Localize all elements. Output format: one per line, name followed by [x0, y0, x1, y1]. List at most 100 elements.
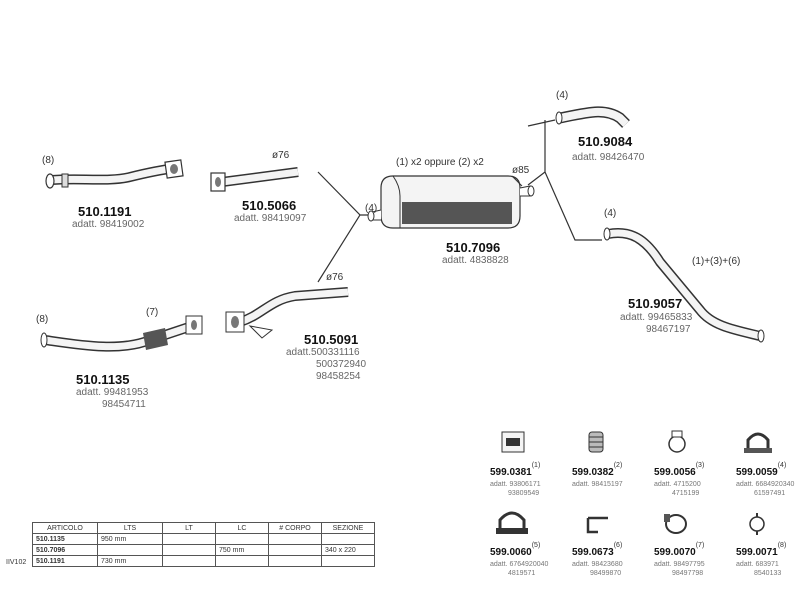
table-cell [321, 555, 375, 567]
pipe-510-5091 [225, 287, 349, 339]
table-header-row: ARTICOLO LTS LT LC # CORPO SEZIONE [32, 522, 375, 534]
table-row: 510.1135 950 mm [32, 533, 375, 545]
part-adatt: adatt. 99481953 [76, 387, 149, 398]
pipe-510-9057 [603, 227, 765, 343]
small-part-599-0056[interactable]: 599.0056(3) adatt. 4715200 4715199 [654, 462, 704, 498]
table-cell[interactable]: 510.1191 [32, 555, 98, 567]
small-part-599-0382[interactable]: 599.0382(2) adatt. 98415197 [572, 462, 623, 489]
table-cell[interactable]: 510.1135 [32, 533, 98, 545]
part-note: (1)+(3)+(6) [692, 256, 741, 267]
small-part-code: 599.0381 [490, 467, 532, 478]
table-cell [162, 533, 216, 545]
pipe-510-9084 [555, 106, 630, 128]
part-adatt: adatt. 4838828 [442, 255, 509, 266]
small-part-adatt: adatt. 93806171 [490, 481, 541, 488]
small-part-num: (1) [531, 462, 541, 469]
table-cell: 340 x 220 [321, 544, 375, 556]
part-note: (8) [36, 314, 49, 325]
small-part-code: 599.0071 [736, 547, 778, 558]
part-code-510-5066[interactable]: 510.5066 [242, 198, 297, 213]
part-code-510-5091[interactable]: 510.5091 [304, 332, 359, 347]
saddle-clamp-icon [496, 511, 528, 534]
table-cell [215, 533, 269, 545]
table-cell[interactable]: 510.7096 [32, 544, 98, 556]
table-cell [162, 555, 216, 567]
small-part-599-0070[interactable]: 599.0070(7) adatt. 98497795 98497798 [654, 542, 705, 578]
small-part-num: (7) [695, 542, 705, 549]
part-note: ø76 [272, 150, 290, 161]
table-side-label: IIV102 [6, 559, 27, 566]
small-part-599-0071[interactable]: 599.0071(8) adatt. 683971 8540133 [736, 542, 786, 578]
part-adatt: adatt. 99465833 [620, 312, 693, 323]
bracket-icon [586, 516, 608, 534]
small-part-adatt: adatt. 98497795 [654, 561, 705, 568]
small-part-adatt: 4715199 [672, 490, 700, 497]
table-cell [268, 555, 322, 567]
small-part-adatt: adatt. 6684920340 [736, 481, 795, 488]
small-part-599-0059[interactable]: 599.0059(4) adatt. 6684920340 61597491 [736, 462, 794, 498]
table-cell: 950 mm [97, 533, 163, 545]
table-header: LT [162, 522, 216, 534]
part-code-510-9084[interactable]: 510.9084 [578, 134, 633, 149]
hanger-ring-icon [668, 430, 686, 453]
part-code-510-1191[interactable]: 510.1191 [78, 204, 132, 219]
band-clamp-icon [664, 514, 687, 534]
small-part-adatt: adatt. 4715200 [654, 481, 701, 488]
table-header: LTS [97, 522, 163, 534]
pipe-510-1135 [40, 315, 203, 352]
part-note: (8) [42, 155, 55, 166]
small-part-num: (2) [613, 462, 623, 469]
table-header: # CORPO [268, 522, 322, 534]
small-part-adatt: 61597491 [754, 490, 786, 497]
small-part-num: (8) [777, 542, 787, 549]
part-note: (7) [146, 307, 159, 318]
table-cell [321, 533, 375, 545]
table-cell: 750 mm [215, 544, 269, 556]
table-cell: 730 mm [97, 555, 163, 567]
small-part-code: 599.0070 [654, 547, 696, 558]
part-note: (4) [556, 90, 569, 101]
part-adatt: 98454711 [102, 399, 146, 410]
part-note: (4) [604, 208, 617, 219]
part-adatt: adatt. 98426470 [572, 152, 645, 163]
small-part-adatt: adatt. 683971 [736, 561, 779, 568]
part-note: (4) [365, 203, 378, 214]
small-part-num: (3) [695, 462, 705, 469]
small-part-599-0381[interactable]: 599.0381(1) adatt. 93806171 93809549 [490, 462, 541, 498]
table-cell [215, 555, 269, 567]
small-part-599-0060[interactable]: 599.0060(5) adatt. 6764920040 4819571 [490, 542, 548, 578]
small-part-code: 599.0056 [654, 467, 696, 478]
table-cell [268, 544, 322, 556]
part-code-510-1135[interactable]: 510.1135 [76, 372, 130, 387]
pipe-510-5066 [210, 167, 299, 192]
small-part-adatt: 93809549 [508, 490, 540, 497]
small-part-599-0673[interactable]: 599.0673(6) adatt. 98423680 98499870 [572, 542, 623, 578]
table-cell [97, 544, 163, 556]
part-adatt: adatt.500331116 [286, 347, 360, 358]
part-adatt: 98467197 [646, 324, 691, 335]
small-part-code: 599.0059 [736, 467, 778, 478]
small-part-adatt: adatt. 98423680 [572, 561, 623, 568]
flange-ring-icon [749, 513, 765, 535]
table-header: LC [215, 522, 269, 534]
small-part-adatt: 8540133 [754, 570, 782, 577]
part-note: ø85 [512, 165, 530, 176]
small-part-code: 599.0673 [572, 547, 614, 558]
u-clamp-icon [744, 432, 772, 453]
small-part-adatt: 98499870 [590, 570, 622, 577]
part-adatt: 98458254 [316, 371, 361, 382]
part-code-510-9057[interactable]: 510.9057 [628, 296, 683, 311]
table-row: 510.1191 730 mm [32, 555, 375, 567]
small-part-num: (5) [531, 542, 541, 549]
connector-right-bracket [527, 119, 602, 241]
small-part-adatt: adatt. 6764920040 [490, 561, 549, 568]
muffler-510-7096 [367, 175, 535, 229]
part-code-510-7096[interactable]: 510.7096 [446, 240, 501, 255]
table-cell [162, 544, 216, 556]
pipe-510-1191 [45, 159, 184, 189]
gasket-ring-icon [588, 431, 604, 453]
small-part-num: (4) [777, 462, 787, 469]
table-header: SEZIONE [321, 522, 375, 534]
small-part-code: 599.0060 [490, 547, 532, 558]
